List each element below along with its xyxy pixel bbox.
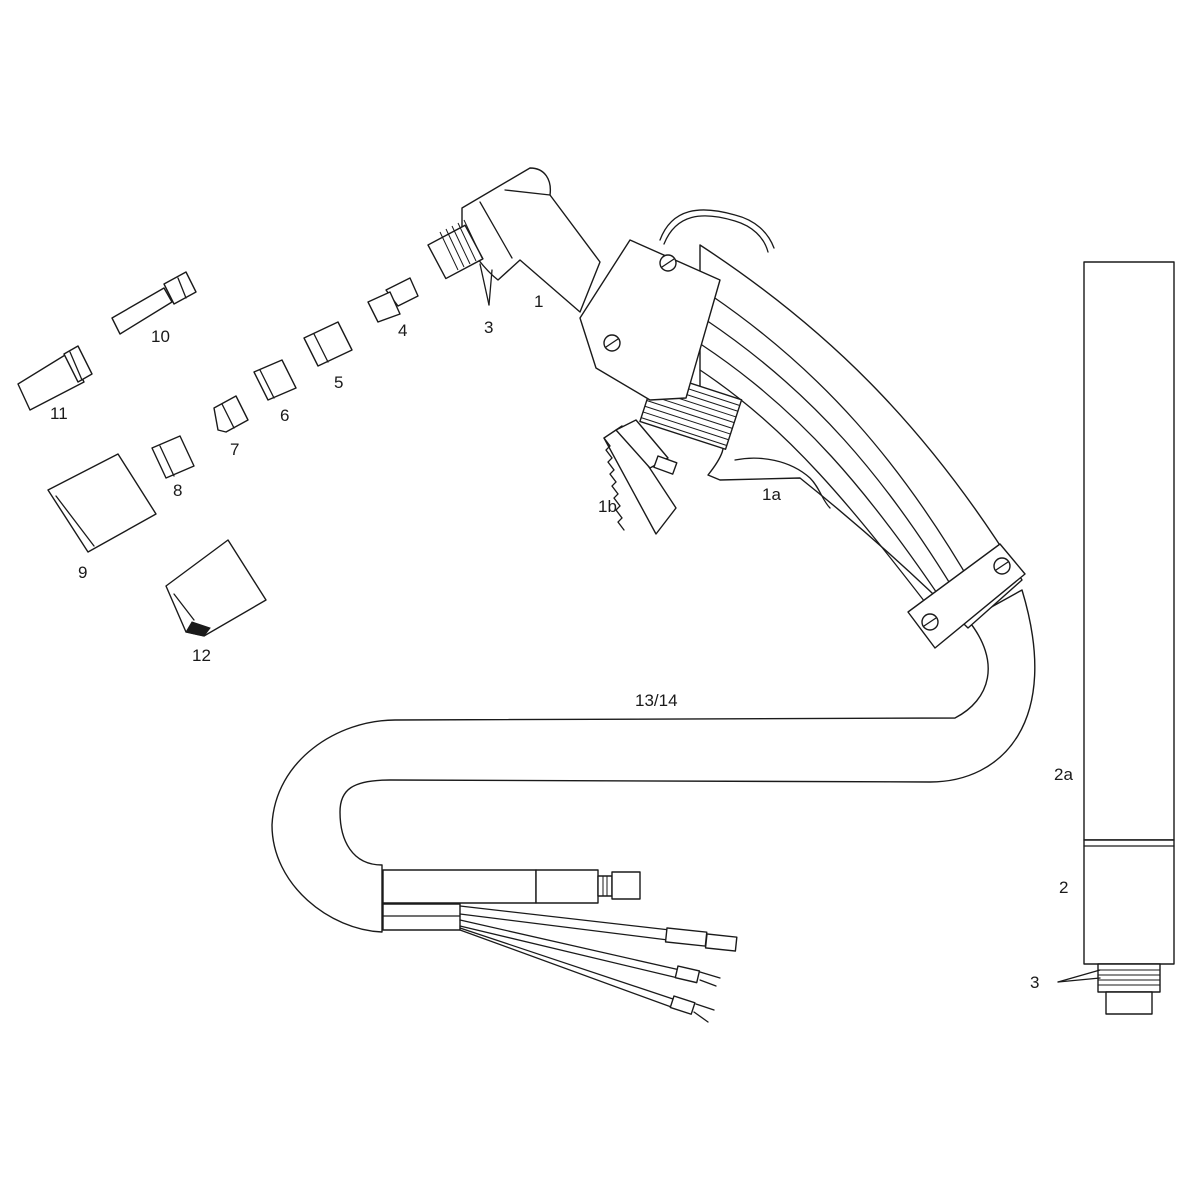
- label-part-3-sleeve: 3: [1030, 973, 1039, 992]
- consumable-8: [151, 435, 195, 479]
- label-part-4: 4: [398, 321, 407, 340]
- hose-connector-fitting: [611, 871, 641, 900]
- label-part-1b: 1b: [598, 497, 617, 516]
- label-part-12: 12: [192, 646, 211, 665]
- label-part-11: 11: [50, 404, 68, 423]
- part-labels: 1 1a 1b 2 2a 3 3 4 5 6 7 8 9 10 11 12 13…: [50, 292, 1073, 992]
- label-part-6: 6: [280, 406, 289, 425]
- consumable-11: [17, 345, 93, 411]
- label-part-2: 2: [1059, 878, 1068, 897]
- torch-head: [427, 167, 775, 401]
- label-part-5: 5: [334, 373, 343, 392]
- consumable-4: [367, 277, 419, 323]
- wire-sleeve: [664, 927, 708, 947]
- label-part-10: 10: [151, 327, 170, 346]
- torch-handle: [639, 244, 1026, 649]
- sleeve-assembly: [1083, 261, 1175, 1015]
- fork-terminal-1: [674, 965, 701, 984]
- label-part-13-14: 13/14: [635, 691, 678, 710]
- label-part-7: 7: [230, 440, 239, 459]
- hose-assembly: [271, 589, 1036, 1023]
- hose-connector-body: [382, 869, 537, 904]
- nozzle-12: [165, 539, 267, 637]
- hose-connector-thread: [597, 875, 613, 897]
- sleeve-2a: [1083, 261, 1175, 841]
- part-1b-tool: [603, 419, 678, 535]
- consumable-7: [213, 395, 249, 433]
- consumable-6: [253, 359, 297, 401]
- consumable-10: [111, 271, 197, 335]
- nozzle-9: [47, 453, 157, 553]
- label-part-1: 1: [534, 292, 543, 311]
- wire-plug: [704, 933, 738, 952]
- fork-terminal-2: [669, 995, 696, 1015]
- label-part-1a: 1a: [762, 485, 781, 504]
- hose-connector-nut: [535, 869, 599, 904]
- label-part-3-torch: 3: [484, 318, 493, 337]
- sleeve-tip: [1105, 991, 1153, 1015]
- sleeve-thread: [1097, 963, 1161, 993]
- label-part-2a: 2a: [1054, 765, 1073, 784]
- leader-lines: [479, 263, 1101, 983]
- sleeve-2: [1083, 839, 1175, 965]
- label-part-8: 8: [173, 481, 182, 500]
- label-part-9: 9: [78, 563, 87, 582]
- consumable-5: [303, 321, 353, 367]
- head-bracket: [579, 239, 721, 401]
